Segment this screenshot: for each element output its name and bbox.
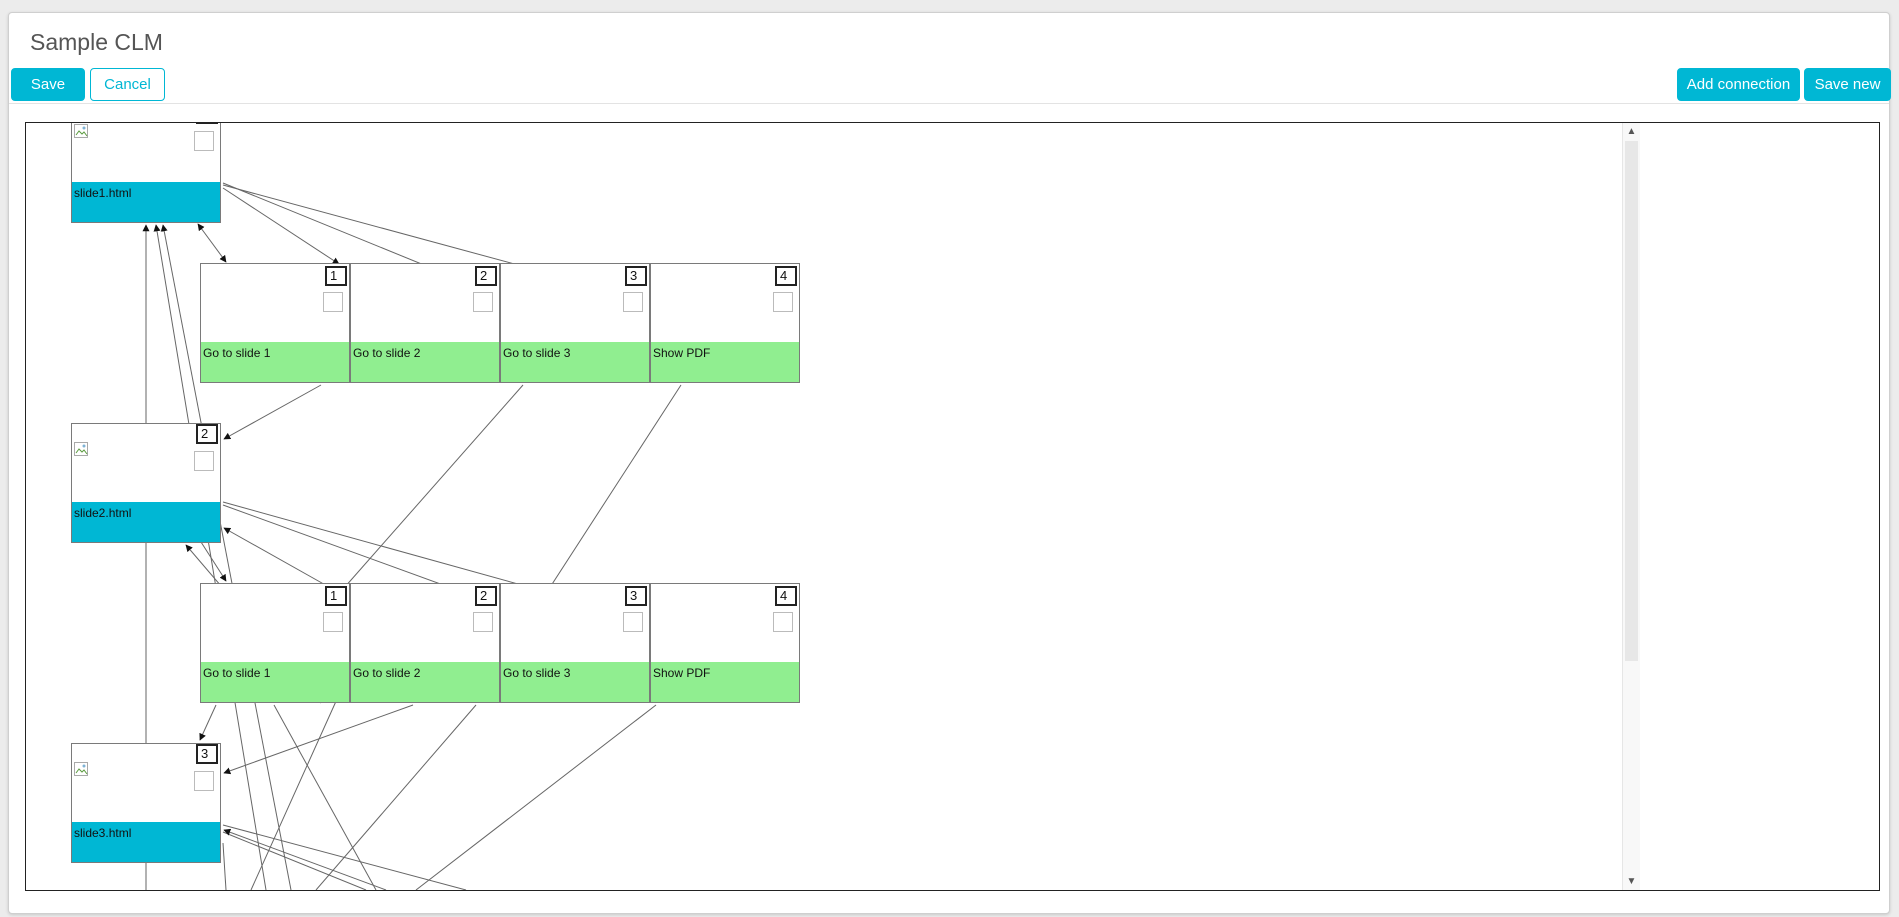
action-footer: Go to slide 1	[201, 662, 349, 702]
action-number[interactable]: 2	[475, 266, 497, 286]
toolbar-divider	[9, 103, 1889, 104]
slide-number[interactable]: 3	[196, 744, 218, 764]
connection-line	[200, 541, 227, 582]
action-number[interactable]: 4	[775, 266, 797, 286]
editor-panel: Sample CLM Save Cancel Add connection Sa…	[8, 12, 1891, 914]
action-card[interactable]: 3 Go to slide 3	[500, 583, 650, 703]
connection-line	[153, 224, 267, 890]
action-number[interactable]: 3	[625, 586, 647, 606]
broken-image-icon	[74, 124, 88, 138]
action-number[interactable]: 3	[625, 266, 647, 286]
broken-image-icon	[74, 762, 88, 776]
connection-line	[415, 704, 657, 890]
slide-label: slide1.html	[74, 186, 132, 200]
slide-card[interactable]: 3 slide3.html	[71, 743, 221, 863]
slide-footer: slide3.html	[72, 822, 220, 862]
slide-footer: slide1.html	[72, 182, 220, 222]
action-footer: Go to slide 1	[201, 342, 349, 382]
action-footer: Go to slide 3	[501, 342, 649, 382]
add-connection-button[interactable]: Add connection	[1677, 68, 1800, 101]
slide-checkbox[interactable]	[194, 131, 214, 151]
action-card[interactable]: 4 Show PDF	[650, 583, 800, 703]
cancel-button[interactable]: Cancel	[90, 68, 165, 101]
action-checkbox[interactable]	[323, 612, 343, 632]
slide-number[interactable]	[196, 123, 218, 124]
action-footer: Show PDF	[651, 662, 799, 702]
chevron-down-icon[interactable]: ▼	[1626, 876, 1637, 887]
action-checkbox[interactable]	[473, 292, 493, 312]
connection-line	[197, 223, 227, 263]
action-card[interactable]: 4 Show PDF	[650, 263, 800, 383]
connection-line	[222, 831, 367, 890]
action-label: Go to slide 1	[203, 666, 271, 680]
connection-line	[160, 224, 292, 890]
action-label: Go to slide 2	[353, 346, 421, 360]
action-checkbox[interactable]	[773, 612, 793, 632]
action-label: Go to slide 3	[503, 346, 571, 360]
clm-canvas[interactable]: slide1.html 2 slide2.html 3	[25, 122, 1880, 891]
slide-checkbox[interactable]	[194, 451, 214, 471]
connection-lines	[142, 182, 682, 890]
action-card[interactable]: 2 Go to slide 2	[350, 263, 500, 383]
action-footer: Go to slide 2	[351, 662, 499, 702]
action-label: Show PDF	[653, 666, 711, 680]
action-card[interactable]: 1 Go to slide 1	[200, 583, 350, 703]
action-card[interactable]: 2 Go to slide 2	[350, 583, 500, 703]
action-footer: Go to slide 3	[501, 662, 649, 702]
action-checkbox[interactable]	[323, 292, 343, 312]
save-new-button[interactable]: Save new	[1804, 68, 1891, 101]
connection-line	[199, 704, 217, 741]
action-checkbox[interactable]	[623, 292, 643, 312]
scrollbar-thumb[interactable]	[1625, 141, 1638, 661]
action-number[interactable]: 1	[325, 266, 347, 286]
action-footer: Show PDF	[651, 342, 799, 382]
action-number[interactable]: 4	[775, 586, 797, 606]
connection-line	[222, 842, 227, 890]
action-label: Go to slide 1	[203, 346, 271, 360]
vertical-scrollbar[interactable]: ▲ ▼	[1622, 123, 1640, 890]
slide-footer: slide2.html	[72, 502, 220, 542]
connection-line	[223, 527, 330, 588]
action-card[interactable]: 1 Go to slide 1	[200, 263, 350, 383]
action-label: Show PDF	[653, 346, 711, 360]
action-checkbox[interactable]	[623, 612, 643, 632]
slide-card[interactable]: 2 slide2.html	[71, 423, 221, 543]
connection-line	[223, 828, 387, 890]
page-title: Sample CLM	[30, 29, 163, 55]
slide-card[interactable]: slide1.html	[71, 123, 221, 223]
action-card[interactable]: 3 Go to slide 3	[500, 263, 650, 383]
connection-line	[273, 704, 377, 890]
slide-label: slide3.html	[74, 826, 132, 840]
connection-line	[223, 384, 322, 440]
connection-line	[222, 187, 340, 265]
save-button[interactable]: Save	[11, 68, 85, 101]
action-checkbox[interactable]	[773, 292, 793, 312]
connection-line	[250, 667, 352, 890]
slide-number[interactable]: 2	[196, 424, 218, 444]
action-label: Go to slide 2	[353, 666, 421, 680]
slide-checkbox[interactable]	[194, 771, 214, 791]
action-footer: Go to slide 2	[351, 342, 499, 382]
action-number[interactable]: 1	[325, 586, 347, 606]
canvas-viewport[interactable]: slide1.html 2 slide2.html 3	[26, 123, 1622, 890]
connection-line	[343, 384, 524, 589]
broken-image-icon	[74, 442, 88, 456]
connection-line	[222, 824, 467, 890]
action-checkbox[interactable]	[473, 612, 493, 632]
chevron-up-icon[interactable]: ▲	[1626, 126, 1637, 137]
slide-label: slide2.html	[74, 506, 132, 520]
action-label: Go to slide 3	[503, 666, 571, 680]
action-number[interactable]: 2	[475, 586, 497, 606]
connection-line	[315, 704, 477, 890]
